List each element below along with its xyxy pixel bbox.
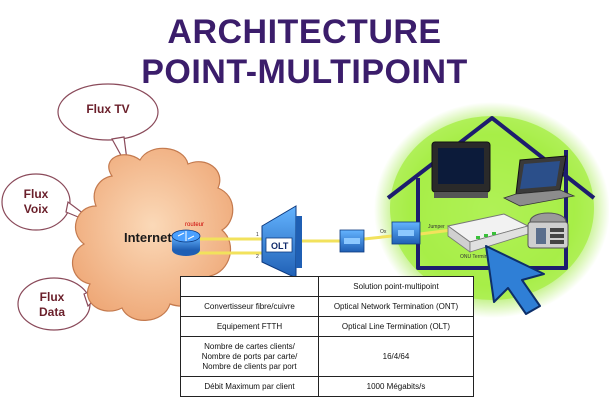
table-header-cell-empty [180,276,319,297]
table-row: Equipement FTTH Optical Line Termination… [180,316,474,337]
page-title-line-1: ARCHITECTURE [167,13,442,51]
table-cell-label: Nombre de cartes clients/ Nombre de port… [180,336,319,377]
table-cell-label: Convertisseur fibre/cuivre [180,296,319,317]
bubble-flux-data-label: Flux Data [38,290,65,319]
table-row: Convertisseur fibre/cuivre Optical Netwo… [180,296,474,317]
router-icon [171,229,201,256]
table-cell-label: Débit Maximum par client [180,376,319,397]
svg-text:2: 2 [256,254,259,260]
bubble-flux-voix-label: Flux Voix [23,187,49,216]
olt-label: OLT [271,241,289,251]
splitter-icon [339,229,365,253]
svg-text:ONU Terminal: ONU Terminal [460,254,491,260]
table-cell-label: Equipement FTTH [180,316,319,337]
fiber-links [196,228,453,255]
table-cell-value: Optical Network Termination (ONT) [318,296,474,317]
phone-icon [527,212,569,249]
table-cell-value: 16/4/64 [318,336,474,377]
olt-device [261,205,302,279]
page-title-line-2: POINT-MULTIPOINT [141,53,468,91]
bubble-flux-tv-label: Flux TV [86,102,130,116]
table-cell-value: Optical Line Termination (OLT) [318,316,474,337]
table-row: Débit Maximum par client 1000 Mégabits/s [180,376,474,397]
router-label: routeur [185,222,205,228]
table-header-row: Solution point-multipoint [180,276,474,297]
modem-icon [446,213,530,253]
comparison-table: Solution point-multipoint Convertisseur … [180,276,474,397]
tv-icon [431,141,491,198]
cursor-arrow-icon [485,245,545,315]
table-header-cell-solution: Solution point-multipoint [318,276,474,297]
svg-text:1: 1 [256,232,259,238]
ont-icon [391,221,421,245]
laptop-icon [502,155,576,207]
svg-text:Ox: Ox [380,229,387,235]
internet-label: Internet [124,230,172,245]
table-row: Nombre de cartes clients/ Nombre de port… [180,336,474,377]
svg-text:Jumper: Jumper [428,224,445,230]
table-cell-value: 1000 Mégabits/s [318,376,474,397]
bubble-flux-tv [57,83,159,169]
